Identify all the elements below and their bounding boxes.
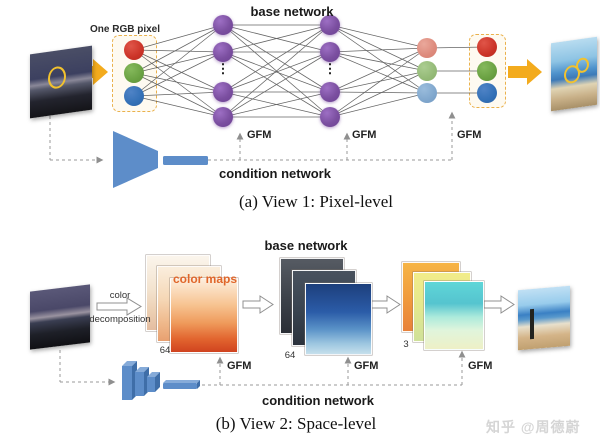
condition-encoder-b bbox=[122, 361, 200, 400]
hidden1-ellipsis: ⋮ bbox=[216, 61, 230, 76]
preout-node-green bbox=[417, 61, 437, 81]
input-node-green bbox=[124, 63, 144, 83]
decomposition-arrow-icon bbox=[96, 297, 142, 316]
output-node-red bbox=[477, 37, 497, 57]
hidden2-node bbox=[320, 107, 340, 127]
feature-vector-bar-b bbox=[163, 380, 200, 389]
fence-post bbox=[530, 308, 534, 340]
input-node-blue bbox=[124, 86, 144, 106]
caption-a: (a) View 1: Pixel-level bbox=[239, 192, 393, 211]
hidden1-node bbox=[213, 15, 233, 35]
channel-count-3: 3 bbox=[403, 339, 409, 350]
decomposition-label-line2: decomposition bbox=[89, 314, 151, 325]
out-stack-layer-front bbox=[424, 281, 484, 350]
base-network-title-b: base network bbox=[264, 238, 348, 253]
output-node-green bbox=[477, 61, 497, 81]
gfm-label-b3: GFM bbox=[468, 360, 493, 372]
encoder-block-3 bbox=[147, 372, 160, 392]
color-maps-label: color maps bbox=[173, 272, 238, 286]
hidden2-node bbox=[320, 82, 340, 102]
output-photo-a bbox=[551, 36, 597, 112]
hidden1-node bbox=[213, 107, 233, 127]
hidden1-node bbox=[213, 82, 233, 102]
gfm-label-b2: GFM bbox=[354, 360, 379, 372]
watermark: 知乎 @周德蔚 bbox=[486, 419, 581, 435]
gfm-label-a2: GFM bbox=[352, 129, 377, 141]
output-ring-2 bbox=[576, 56, 589, 74]
output-photo-b bbox=[518, 285, 570, 351]
input-photo-a bbox=[30, 45, 92, 119]
preout-node-blue bbox=[417, 83, 437, 103]
hidden2-node bbox=[320, 42, 340, 62]
encoder-trapezoid bbox=[113, 131, 158, 188]
preout-node-red bbox=[417, 38, 437, 58]
condition-path-b bbox=[59, 350, 466, 386]
condition-network-label-b: condition network bbox=[262, 393, 374, 408]
stack-arrow-icon-3 bbox=[483, 295, 515, 314]
gfm-label-a1: GFM bbox=[247, 129, 272, 141]
gfm-label-a3: GFM bbox=[457, 129, 482, 141]
decomposition-label-line1: color bbox=[109, 290, 131, 301]
input-photo-b bbox=[30, 284, 90, 350]
stack-arrow-icon-2 bbox=[370, 295, 401, 314]
feature-vector-bar bbox=[163, 156, 208, 165]
output-node-blue bbox=[477, 83, 497, 103]
pixel-highlight-ring bbox=[48, 65, 66, 90]
base-network-title-a: base network bbox=[250, 4, 334, 19]
hidden1-node bbox=[213, 42, 233, 62]
flow-arrows-b bbox=[96, 295, 515, 316]
output-arrow-icon bbox=[508, 59, 542, 85]
gfm-label-b1: GFM bbox=[227, 360, 252, 372]
hidden2-node bbox=[320, 15, 340, 35]
condition-path-a bbox=[49, 111, 456, 164]
encoder-block-1 bbox=[122, 361, 137, 400]
network-edges bbox=[133, 24, 488, 118]
stack-arrow-icon-1 bbox=[242, 295, 274, 314]
condition-encoder-a bbox=[113, 131, 208, 188]
encoder-block-2 bbox=[135, 367, 149, 396]
rgb-pixel-label: One RGB pixel bbox=[90, 24, 161, 35]
hidden2-ellipsis: ⋮ bbox=[323, 61, 337, 76]
condition-network-label-a: condition network bbox=[219, 166, 331, 181]
input-node-red bbox=[124, 40, 144, 60]
channel-count-2: 64 bbox=[284, 350, 296, 361]
color-map-layer-front bbox=[170, 278, 238, 353]
channel-count-1: 64 bbox=[159, 345, 171, 356]
blue-stack-layer-front bbox=[305, 283, 372, 355]
caption-b: (b) View 2: Space-level bbox=[215, 414, 377, 433]
